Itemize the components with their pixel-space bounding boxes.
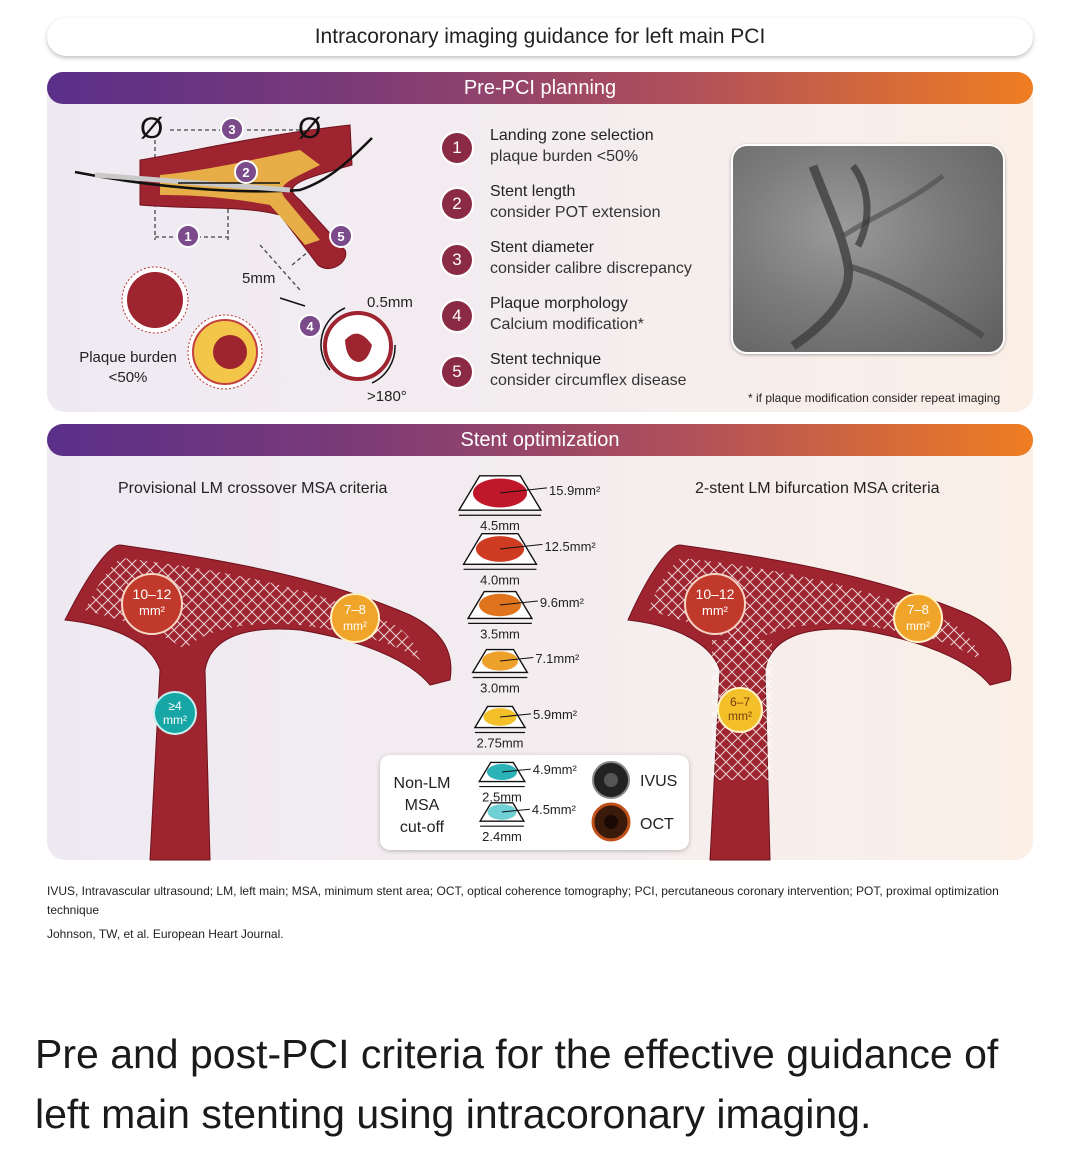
non-lm-ladder: 4.9mm² 2.5mm 4.5mm² 2.4mm [477,761,578,844]
lm-size-4: 7.1mm² 3.0mm [471,648,580,695]
diameter-symbol-left: Ø [140,112,163,145]
lm-size-2: 12.5mm² 4.0mm [462,532,596,587]
pre-pci-footnote: * if plaque modification consider repeat… [748,391,1001,405]
plaque-burden-value: <50% [109,369,148,386]
non-lm-leader-2 [501,808,530,813]
non-lm-diam-label-2: 2.4mm [482,829,522,844]
non-lm-box [380,755,689,850]
stent-opt-header: Stent optimization [47,424,1033,456]
svg-text:2: 2 [242,165,249,180]
abbreviations: IVUS, Intravascular ultrasound; LM, left… [47,884,999,917]
right-lm-unit: mm² [702,603,729,618]
non-lm-size-1: 4.9mm² 2.5mm [477,761,578,805]
left-lm-unit: mm² [139,603,166,618]
non-lm-label-3: cut-off [400,819,445,836]
lm-leader-5 [499,713,532,718]
figure-title: Intracoronary imaging guidance for left … [47,18,1033,56]
lm-leader-2 [499,543,543,550]
non-lm-area-label-1: 4.9mm² [533,762,578,777]
right-lcx-unit: mm² [728,709,752,723]
lm-diam-label-3: 3.5mm [480,626,520,641]
thickness-label: 0.5mm [367,294,413,311]
right-subtitle: 2-stent LM bifurcation MSA criteria [695,480,940,497]
diagram-markers: 3 2 1 5 4 [176,117,353,338]
svg-text:4: 4 [306,319,314,334]
non-lm-size-2: 4.5mm² 2.4mm [478,802,577,844]
lm-size-3: 9.6mm² 3.5mm [466,590,585,641]
lm-area-label-2: 12.5mm² [544,539,596,554]
svg-text:1: 1 [184,229,191,244]
right-lm-value: 10–12 [696,586,735,602]
distance-5mm-label: 5mm [242,270,275,287]
left-lad-value: 7–8 [344,602,366,617]
plaque-burden-label: Plaque burden [79,349,177,366]
lm-diam-label-2: 4.0mm [480,572,520,587]
pre-pci-header: Pre-PCI planning [47,72,1033,104]
lm-diam-label-1: 4.5mm [480,518,520,533]
lm-leader-4 [499,657,534,662]
left-lad-unit: mm² [343,619,367,633]
non-lm-diam-label-1: 2.5mm [482,790,522,805]
non-lm-area-label-2: 4.5mm² [532,802,577,817]
lm-size-1: 15.9mm² 4.5mm [457,475,601,533]
lm-area-label-5: 5.9mm² [533,707,578,722]
arc-label: >180° [367,388,407,405]
right-lad-unit: mm² [906,619,930,633]
right-lcx-value: 6–7 [730,695,750,709]
lm-diam-label-4: 3.0mm [480,680,520,695]
size-ladder: 15.9mm² 4.5mm 12.5mm² 4.0mm 9.6mm² 3.5mm 7.1mm… [457,475,601,751]
diameter-symbol-right: Ø [298,112,321,145]
left-subtitle: Provisional LM crossover MSA criteria [118,480,388,497]
lm-area-label-1: 15.9mm² [549,483,601,498]
svg-text:5: 5 [337,229,344,244]
non-lm-label-2: MSA [405,797,440,814]
lm-leader-3 [499,600,538,606]
non-lm-leader-1 [501,768,531,773]
ivus-label: IVUS [640,773,677,790]
figure-caption: Pre and post-PCI criteria for the effect… [35,1031,999,1137]
lm-lumen-5 [483,708,517,726]
svg-text:3: 3 [228,122,235,137]
angiography-image [731,144,1005,354]
lm-diam-label-5: 2.75mm [477,736,524,751]
lm-area-label-4: 7.1mm² [535,651,580,666]
left-lcx-unit: mm² [163,713,187,727]
non-lm-label-1: Non-LM [394,775,451,792]
reference: Johnson, TW, et al. European Heart Journ… [47,927,284,941]
lm-area-label-3: 9.6mm² [540,595,585,610]
left-lm-value: 10–12 [133,586,172,602]
left-lcx-value: ≥4 [168,699,182,713]
lm-leader-1 [499,487,548,494]
oct-label: OCT [640,816,674,833]
right-lad-value: 7–8 [907,602,929,617]
lm-size-5: 5.9mm² 2.75mm [473,705,578,751]
